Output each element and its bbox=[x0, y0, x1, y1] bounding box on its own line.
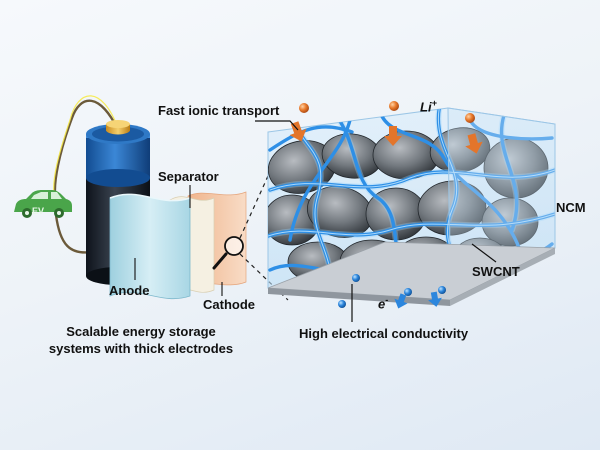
electron-dot-icon bbox=[338, 274, 446, 308]
electron-symbol: e bbox=[378, 296, 386, 312]
li-symbol: Li bbox=[420, 99, 432, 115]
electron-arrows bbox=[394, 291, 442, 309]
zoom-lines bbox=[239, 175, 289, 301]
swcnt-highlights bbox=[268, 108, 555, 300]
label-li-ion: Li+ bbox=[420, 98, 437, 115]
caption-line-2: systems with thick electrodes bbox=[48, 341, 234, 356]
current-collector-front bbox=[268, 288, 450, 306]
arrow-down-icon bbox=[289, 121, 483, 154]
left-leader-lines bbox=[134, 185, 223, 296]
current-collector-side bbox=[450, 248, 555, 306]
label-high-conductivity: High electrical conductivity bbox=[299, 326, 469, 341]
magnifier-icon bbox=[212, 236, 244, 270]
caption-line-1: Scalable energy storage bbox=[66, 324, 216, 339]
li-charge: + bbox=[431, 98, 437, 108]
car-badge: EV bbox=[32, 206, 45, 216]
caption: Scalable energy storage systems with thi… bbox=[36, 323, 246, 357]
label-separator: Separator bbox=[158, 169, 219, 184]
label-swcnt: SWCNT bbox=[472, 264, 520, 279]
car-icon bbox=[14, 190, 72, 218]
right-leader-lines bbox=[255, 120, 497, 322]
li-ion-dots bbox=[299, 101, 475, 123]
label-cathode: Cathode bbox=[203, 297, 255, 312]
electron-charge: - bbox=[385, 295, 389, 305]
label-fast-ionic-transport: Fast ionic transport bbox=[158, 103, 280, 118]
label-ncm: NCM bbox=[556, 200, 586, 215]
electrode-stack bbox=[109, 191, 247, 300]
label-anode: Anode bbox=[109, 283, 150, 298]
label-electron: e- bbox=[378, 295, 389, 312]
